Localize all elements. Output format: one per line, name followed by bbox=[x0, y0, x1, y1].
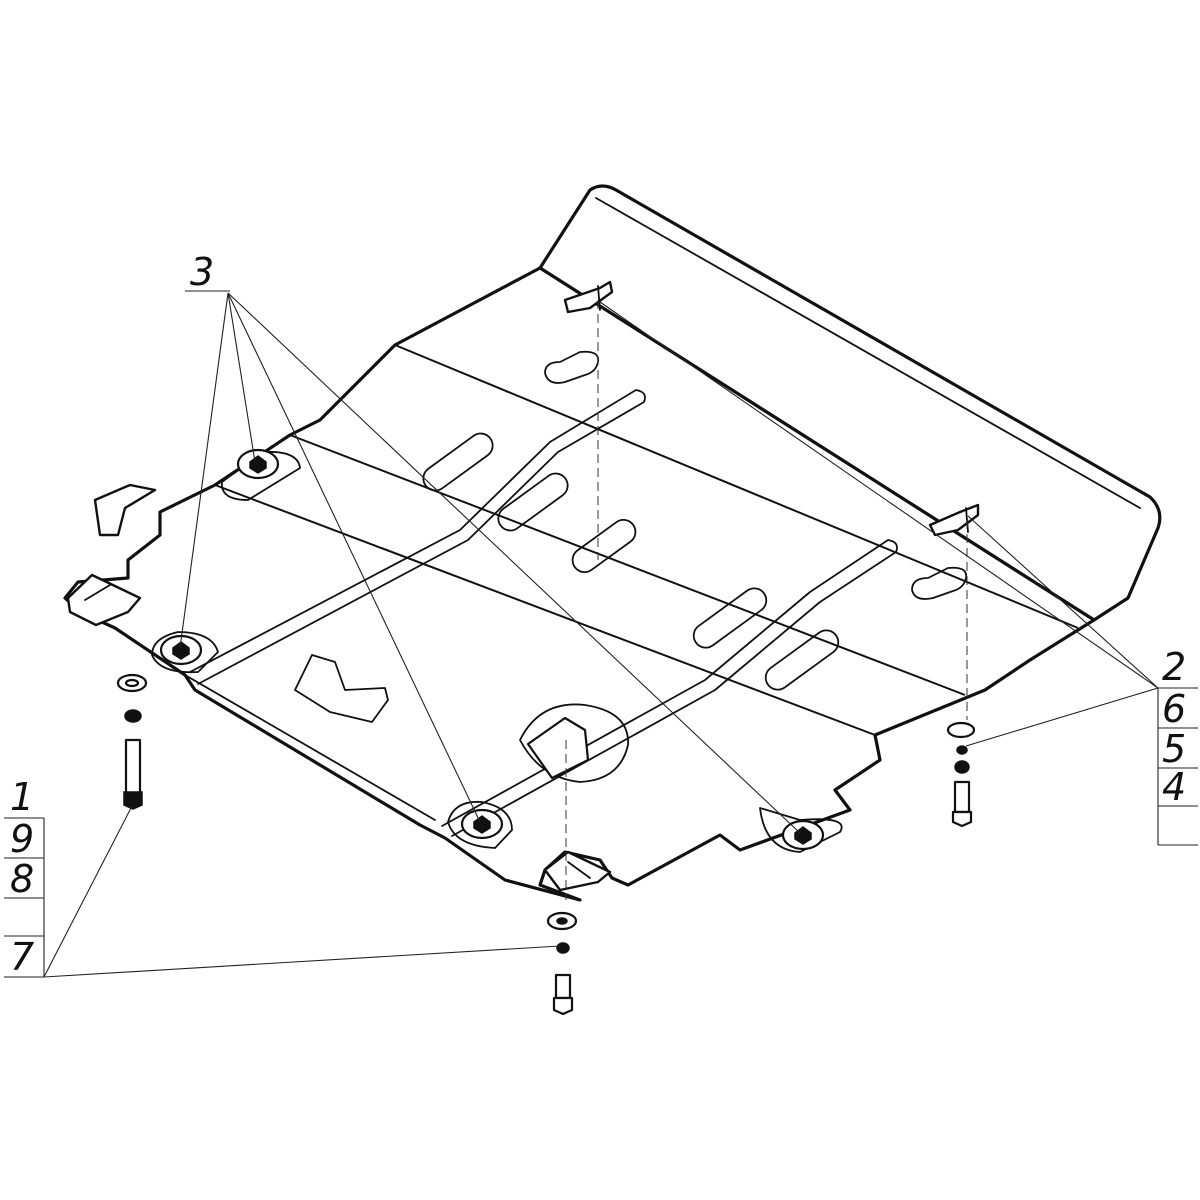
mount-holes bbox=[151, 448, 843, 853]
bracket-top bbox=[563, 280, 614, 314]
callout-5: 5 bbox=[1162, 727, 1186, 771]
keyhole-2 bbox=[911, 566, 968, 600]
slots bbox=[422, 432, 840, 691]
oval-pad bbox=[519, 703, 629, 783]
washer-icon bbox=[946, 721, 976, 739]
callout-2: 2 bbox=[1162, 645, 1186, 689]
lip-edge-line bbox=[595, 197, 1141, 509]
bracket-bottom-left bbox=[66, 573, 142, 627]
lock-washer-icon bbox=[124, 709, 142, 723]
callout-4: 4 bbox=[1162, 765, 1186, 809]
bolt-icon bbox=[124, 738, 142, 800]
rib-left bbox=[189, 389, 646, 685]
pad-block bbox=[526, 716, 590, 780]
lock-washer-icon bbox=[556, 942, 570, 954]
skid-plate bbox=[63, 184, 1162, 902]
hardware-stack-center bbox=[546, 911, 578, 1016]
rib-right bbox=[441, 539, 898, 837]
callout-1: 1 bbox=[10, 775, 34, 819]
callouts: 3 2 6 5 4 1 9 8 7 bbox=[4, 250, 1198, 979]
bend-line-3 bbox=[214, 484, 876, 736]
bolt-icon bbox=[953, 780, 971, 814]
hardware-stack-right bbox=[946, 721, 976, 828]
leader-lines bbox=[43, 290, 1159, 978]
bracket-left bbox=[93, 483, 157, 537]
callout-box-right: 2 6 5 4 bbox=[1157, 645, 1198, 846]
plate-outline bbox=[63, 266, 1096, 902]
bend-line-1 bbox=[394, 344, 1079, 629]
lock-washer-icon bbox=[956, 745, 968, 755]
bend-line-2 bbox=[289, 434, 966, 696]
callout-7: 7 bbox=[10, 935, 34, 979]
callout-9: 9 bbox=[10, 817, 34, 861]
flange-line bbox=[184, 674, 436, 821]
callout-8: 8 bbox=[10, 857, 34, 901]
drain-cutout bbox=[294, 654, 389, 723]
bolt-icon bbox=[554, 973, 572, 1000]
callout-box-left: 1 9 8 7 bbox=[4, 775, 45, 979]
callout-3: 3 bbox=[190, 250, 214, 294]
front-lip bbox=[538, 184, 1162, 622]
center-axes bbox=[565, 300, 968, 900]
callout-6: 6 bbox=[1162, 687, 1186, 731]
brackets bbox=[66, 280, 980, 892]
hardware-stack-left bbox=[116, 673, 148, 810]
bracket-bottom-mid bbox=[543, 850, 612, 892]
